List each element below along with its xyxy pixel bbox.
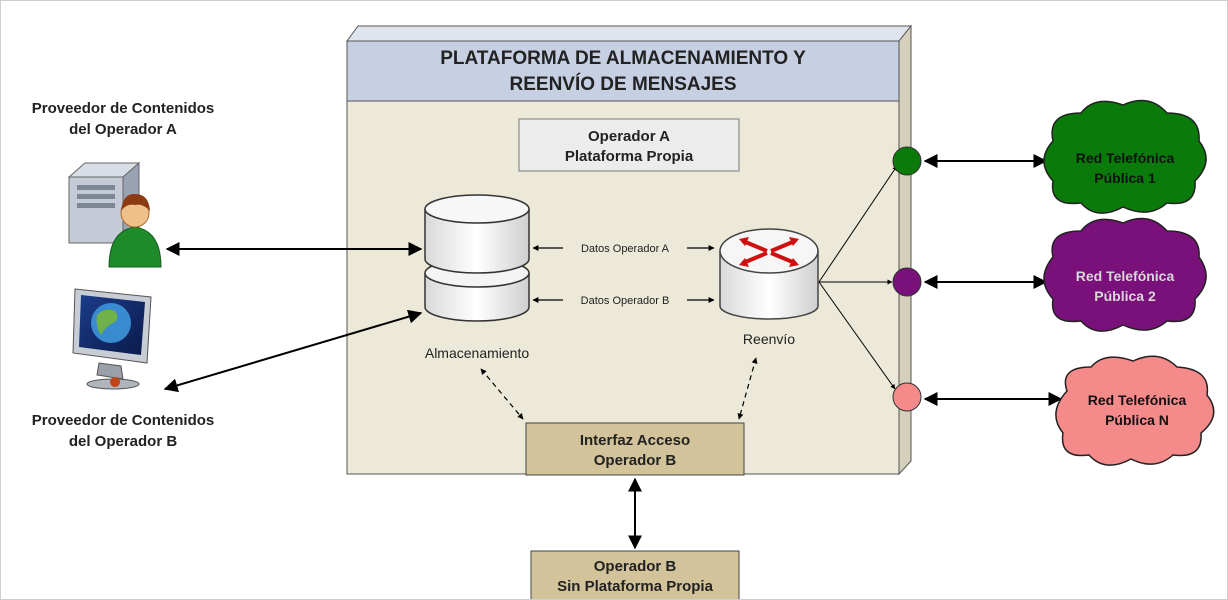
operator-a-line2: Plataforma Propia [565, 148, 694, 165]
interface-box [525, 422, 745, 476]
operator-b-line2: Sin Plataforma Propia [557, 578, 714, 595]
storage-label: Almacenamiento [425, 345, 529, 361]
interface-line1: Interfaz Acceso [580, 432, 690, 449]
operator-b-box [530, 550, 740, 599]
link-storage-interface [480, 368, 524, 420]
network-1-line1: Red Telefónica [1076, 150, 1175, 166]
link-router-port-n [818, 281, 896, 390]
storage-icon [424, 194, 530, 322]
link-provider-b-storage [163, 309, 423, 393]
link-data-b-bg [563, 292, 687, 308]
interface-line2: Operador B [594, 452, 677, 469]
port-circle-1 [892, 146, 922, 176]
operator-a-box [518, 118, 740, 172]
provider-b-line1: Proveedor de Contenidos [32, 412, 215, 429]
port-circle-n [892, 382, 922, 412]
router-label: Reenvío [743, 331, 795, 347]
provider-b-line2: del Operador B [69, 433, 178, 450]
network-2-line2: Pública 2 [1094, 288, 1156, 304]
link-data-a-bg [563, 240, 687, 256]
network-1-line2: Pública 1 [1094, 170, 1156, 186]
cloud-network-2 [1043, 217, 1207, 332]
network-n-line1: Red Telefónica [1088, 392, 1187, 408]
router-icon [719, 228, 819, 320]
operator-a-line1: Operador A [588, 128, 670, 145]
link-data-a-label: Datos Operador A [581, 243, 670, 255]
provider-a-line2: del Operador A [69, 121, 177, 138]
link-router-interface [737, 357, 758, 420]
link-router-port-1 [818, 165, 898, 283]
monitor-globe-icon [72, 288, 152, 390]
network-2-line1: Red Telefónica [1076, 268, 1175, 284]
platform-title-line2: REENVÍO DE MENSAJES [510, 73, 737, 95]
cloud-network-n [1055, 355, 1215, 466]
link-data-b-label: Datos Operador B [581, 295, 670, 307]
operator-b-line1: Operador B [594, 558, 677, 575]
server-user-icon [67, 161, 162, 268]
network-n-line2: Pública N [1105, 412, 1169, 428]
cloud-network-1 [1043, 99, 1207, 214]
provider-a-line1: Proveedor de Contenidos [32, 100, 215, 117]
platform-title-line1: PLATAFORMA DE ALMACENAMIENTO Y [440, 48, 806, 69]
port-circle-2 [892, 267, 922, 297]
